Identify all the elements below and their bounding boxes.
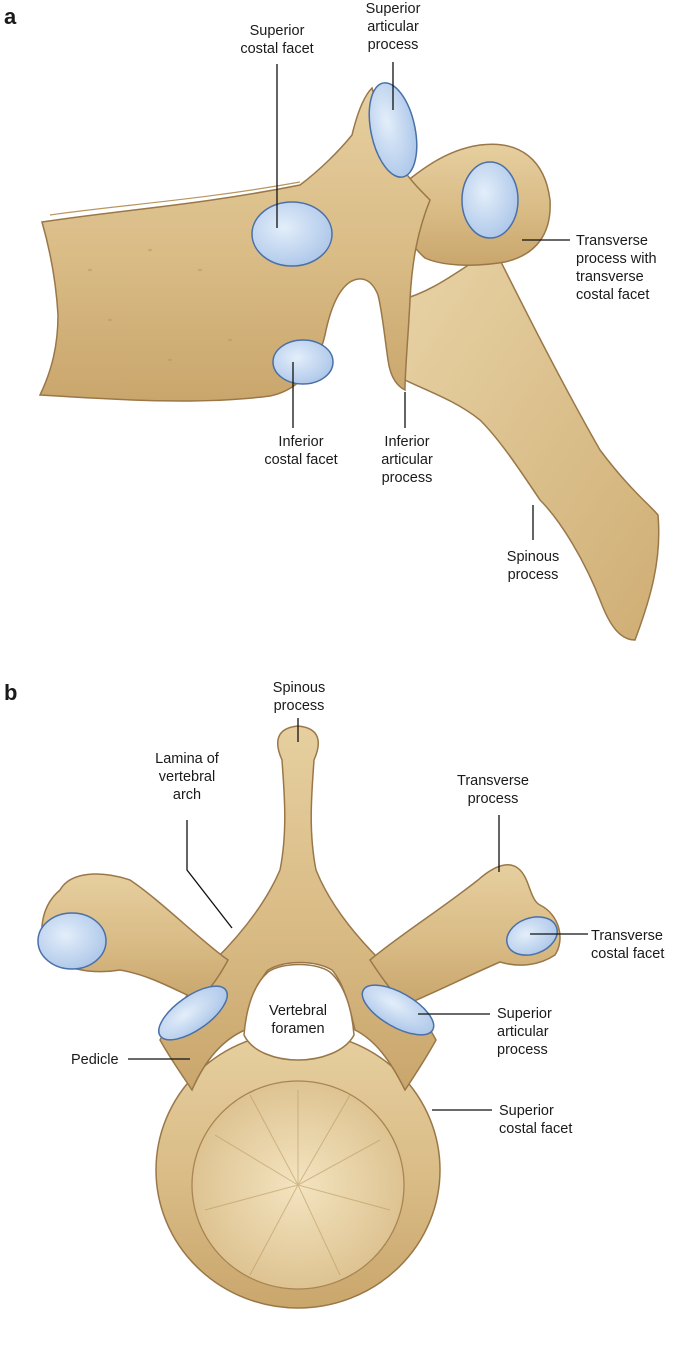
transverse-costal-facet-a bbox=[461, 161, 519, 239]
leader-lamina bbox=[186, 820, 233, 929]
transverse-costal-facet-left-b bbox=[37, 912, 107, 970]
label-superior-articular-process-b: Superior articular process bbox=[497, 1006, 552, 1058]
panel-letter-b: b bbox=[4, 680, 18, 705]
vertebral-body-a bbox=[38, 86, 431, 402]
label-inferior-articular-process-a: Inferior articular process bbox=[381, 434, 433, 486]
label-superior-articular-process-a: Superior articular process bbox=[365, 1, 421, 53]
label-pedicle: Pedicle bbox=[71, 1052, 119, 1068]
label-lamina: Lamina of vertebral arch bbox=[155, 751, 219, 803]
superior-vertebra bbox=[37, 718, 588, 1309]
inferior-costal-facet-a bbox=[272, 339, 334, 385]
label-inferior-costal-facet-a: Inferior costal facet bbox=[264, 434, 338, 468]
superior-articular-facet-left-b bbox=[158, 985, 228, 1041]
label-superior-costal-facet-a: Superior costal facet bbox=[240, 23, 314, 57]
label-transverse-costal-facet-b: Transverse costal facet bbox=[591, 928, 665, 962]
panel-letter-a: a bbox=[4, 4, 17, 29]
lateral-vertebra bbox=[38, 62, 660, 641]
transverse-process-right-b bbox=[369, 864, 561, 1006]
label-vertebral-foramen: Vertebral foramen bbox=[268, 1003, 328, 1037]
superior-costal-facet-a bbox=[251, 201, 333, 267]
vertebral-foramen bbox=[243, 963, 355, 1061]
spinous-process-a bbox=[399, 249, 660, 641]
label-superior-costal-facet-b: Superior costal facet bbox=[499, 1103, 573, 1137]
label-spinous-process-a: Spinous process bbox=[506, 549, 560, 583]
superior-articular-facet-a bbox=[368, 82, 418, 178]
superior-articular-facet-right-b bbox=[361, 984, 435, 1036]
label-transverse-process-b: Transverse process bbox=[457, 773, 529, 807]
transverse-costal-facet-right-b bbox=[506, 916, 558, 956]
label-spinous-process-b: Spinous process bbox=[272, 680, 326, 714]
label-transverse-process-facet-a: Transverse process with transverse costa… bbox=[576, 233, 657, 303]
